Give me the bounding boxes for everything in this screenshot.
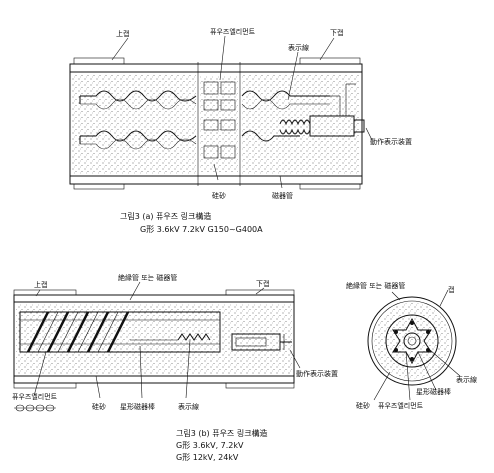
- fig-b-bottom-cap: [225, 289, 295, 296]
- fig-a-label-bottom-cap: 下캡: [330, 29, 343, 37]
- fig-b-caption-line3: G形 12kV, 24kV: [176, 453, 239, 462]
- fig-a-break-section: [200, 76, 238, 172]
- fig-b-label-silica-sand: 硅砂: [92, 402, 106, 411]
- fig-b-label-outer-tube: 絶縁管 또는 磁器管: [118, 273, 177, 282]
- fig-b-label-top-cap: 上캡: [34, 280, 47, 289]
- fig-a-label-top-cap: 上캡: [116, 29, 129, 38]
- fig-a-top-cap: [73, 57, 125, 65]
- fig-b-label-fuse-element: 퓨우즈엘리먼트: [12, 392, 58, 401]
- fig-b-label-cs-indicator-wire: 表示線: [456, 375, 477, 384]
- fig-a-fuse-element-upper: [80, 90, 197, 102]
- fig-b-indicator-coil: [177, 333, 211, 341]
- fig-a-indicator-coil: [279, 119, 311, 126]
- fig-b-fuse-element: [26, 311, 130, 353]
- fig-a-label-actuation-indicator: 動作表示装置: [370, 137, 412, 146]
- fig-a-label-porcelain-tube: 磁器管: [272, 191, 293, 200]
- fig-b-caption-line2: G形 3.6kV, 7.2kV: [176, 441, 244, 450]
- fig-a-caption-line2: G形 3.6kV 7.2kV G150~G400A: [140, 225, 263, 234]
- fig-a-bottom-cap: [299, 57, 361, 65]
- fig-b-silica-sand: [16, 304, 292, 374]
- fig-b-cs-outer-tube: [367, 296, 457, 386]
- fig-a-label-indicator-wire: 表示線: [288, 43, 309, 52]
- fig-b-label-cs-star-core: 星形磁器棒: [416, 387, 451, 396]
- fig-b-top-cap: [13, 289, 77, 296]
- fig-b-tube-outline: [13, 294, 295, 384]
- fig-b-label-star-core: 星形磁器棒: [120, 402, 155, 411]
- fig-b-label-cs-cap: 캡: [448, 286, 454, 294]
- fig-a-label-fuse-element: 퓨우즈엘리먼트: [210, 27, 256, 36]
- fig-b-element-section-icon: [14, 404, 56, 412]
- fig-b-label-cs-outer-tube: 絶縁管 또는 磁器管: [346, 281, 405, 290]
- fig-b-cs-star-core: [392, 317, 432, 365]
- fig-a-fuse-element-lower: [80, 130, 197, 142]
- figure-b: 上캡 絶縁管 또는 磁器管 下캡 퓨우즈엘리먼트 硅砂 星形磁器棒 表示線 動作…: [12, 273, 477, 462]
- figure-a: 上캡 퓨우즈엘리먼트 下캡 表示線 動作表示装置 硅砂 磁器管 그림3 (a) …: [69, 27, 412, 234]
- fig-b-label-bottom-cap: 下캡: [256, 280, 269, 288]
- fig-b-star-core: [19, 311, 221, 353]
- fig-b-label-indicator-wire: 表示線: [178, 402, 199, 411]
- fig-b-caption-line1: 그림3 (b) 퓨우즈 링크構造: [176, 428, 268, 438]
- fig-b-label-cs-fuse-element: 퓨우즈엘리먼트: [378, 401, 424, 410]
- fig-b-label-actuation-indicator: 動作表示装置: [296, 369, 338, 378]
- fig-a-silica-sand: [72, 74, 196, 174]
- fig-b-label-cs-silica-sand: 硅砂: [356, 401, 370, 410]
- fig-a-body-outline: [69, 63, 363, 185]
- fig-a-label-silica-sand: 硅砂: [212, 191, 226, 200]
- fig-b-cross-section: [367, 296, 457, 386]
- fig-a-caption-line1: 그림3 (a) 퓨우즈 링크構造: [120, 211, 211, 221]
